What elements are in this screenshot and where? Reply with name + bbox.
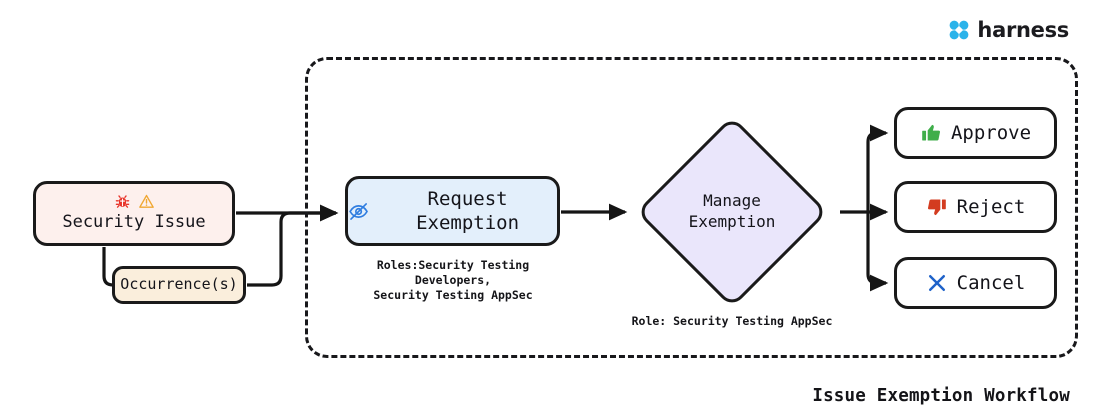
node-reject[interactable]: Reject — [894, 181, 1057, 233]
node-security-issue-label: Security Issue — [62, 212, 206, 233]
caption-request-exemption: Roles:Security Testing Developers, Secur… — [340, 258, 566, 304]
cross-x-icon — [928, 274, 945, 292]
exemption-workflow-group — [305, 57, 1078, 358]
node-manage-exemption-label-line1: Manage — [703, 191, 761, 211]
node-cancel[interactable]: Cancel — [894, 257, 1057, 309]
node-reject-label: Reject — [956, 195, 1026, 218]
security-issue-icons — [114, 193, 155, 210]
node-cancel-label: Cancel — [956, 271, 1026, 294]
eye-off-icon — [349, 202, 368, 220]
warning-triangle-icon — [138, 194, 154, 208]
thumbs-up-icon — [922, 124, 940, 141]
harness-clover-logo-icon — [950, 20, 969, 40]
thumbs-down-icon — [927, 199, 946, 216]
node-approve-label: Approve — [950, 121, 1032, 144]
node-occurrences[interactable]: Occurrence(s) — [112, 266, 246, 304]
workflow-title: Issue Exemption Workflow — [812, 386, 1070, 406]
harness-brand-name: harness — [977, 17, 1069, 42]
node-approve[interactable]: Approve — [894, 107, 1057, 159]
caption-request-exemption-line1: Roles:Security Testing Developers, — [376, 258, 530, 288]
node-manage-exemption-label-line2: Exemption — [688, 212, 776, 231]
node-security-issue[interactable]: Security Issue — [33, 181, 235, 246]
node-manage-exemption-label: Manage Exemption — [636, 116, 828, 308]
caption-request-exemption-line2: Security Testing AppSec — [373, 288, 533, 303]
caption-manage-exemption: Role: Security Testing AppSec — [631, 314, 833, 328]
node-request-exemption[interactable]: Request Exemption — [345, 176, 560, 246]
node-request-exemption-label: Request Exemption — [416, 187, 520, 234]
node-manage-exemption[interactable]: Manage Exemption — [635, 115, 829, 309]
bug-icon — [115, 195, 129, 208]
harness-brand: harness — [947, 18, 1069, 42]
node-occurrences-label: Occurrence(s) — [120, 275, 238, 294]
